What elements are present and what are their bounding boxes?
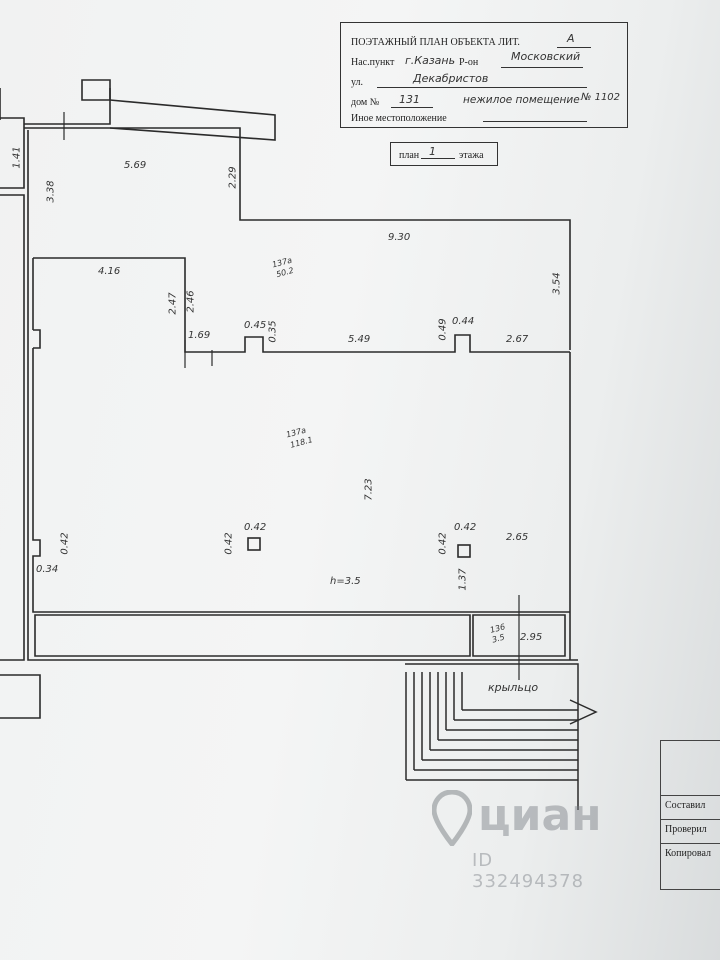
- porch-steps: [405, 663, 598, 810]
- dim-label: 0.42: [223, 532, 235, 555]
- watermark-id: ID 332494378: [472, 850, 585, 892]
- left-wall-bottom: [0, 674, 41, 719]
- dim-label: 5.69: [124, 160, 147, 171]
- dim-label: 2.65: [506, 532, 529, 543]
- room1-niche: [33, 329, 41, 349]
- settlement-value: г.Казань: [405, 54, 456, 67]
- dim-label: 0.35: [267, 320, 279, 343]
- dim-label: 1.69: [188, 330, 211, 341]
- stamp-composed: Составил: [661, 795, 720, 819]
- house-row: дом № 131 нежилое помещение № 1102: [351, 92, 620, 108]
- stamp-copied: Копировал: [661, 843, 720, 867]
- dim-label: 0.49: [437, 318, 449, 341]
- dim-label: 2.46: [185, 290, 197, 313]
- dim-label: 0.42: [454, 522, 477, 533]
- dim-label: 0.42: [244, 522, 267, 533]
- dim-label: 2.47: [167, 292, 179, 315]
- other-row: Иное местоположение: [351, 113, 587, 124]
- dim-label: 4.16: [98, 266, 121, 277]
- floor-suffix: этажа: [459, 150, 484, 161]
- title-block: ПОЭТАЖНЫЙ ПЛАН ОБЪЕКТА ЛИТ. А Нас.пункт …: [340, 22, 628, 128]
- column-left: [247, 537, 261, 551]
- settlement-label: Нас.пункт: [351, 57, 395, 68]
- dim-label: 0.42: [59, 532, 71, 555]
- map-pin-icon: [432, 790, 472, 846]
- lit-value: А: [567, 32, 575, 45]
- dim-label: 1.37: [457, 568, 469, 591]
- floor-number: 1: [429, 145, 436, 158]
- left-wall-lower: [0, 194, 25, 661]
- porch-label: крыльцо: [488, 681, 539, 694]
- dim-label: 2.29: [227, 166, 239, 189]
- dim-label: 5.49: [348, 334, 371, 345]
- column-right: [457, 544, 471, 558]
- outer-wall-top-right: [24, 127, 571, 350]
- settlement-row: Нас.пункт г.Казань Р-он Московский: [351, 50, 583, 68]
- house-value: 131: [399, 93, 420, 106]
- dim-label: 0.42: [437, 532, 449, 555]
- dim-label: 0.44: [452, 316, 475, 327]
- outer-wall-left-bottom: [27, 130, 578, 661]
- title-row: ПОЭТАЖНЫЙ ПЛАН ОБЪЕКТА ЛИТ. А: [351, 32, 591, 48]
- street-value: Декабристов: [413, 72, 489, 85]
- dim-label: 0.34: [36, 564, 59, 575]
- top-sloped-wall: [109, 99, 276, 141]
- street-row: ул. Декабристов: [351, 72, 587, 88]
- premises-value: № 1102: [581, 92, 621, 103]
- room3-outline: [472, 614, 566, 657]
- top-small-block: [81, 79, 111, 101]
- ceiling-height: h=3.5: [330, 576, 361, 587]
- title-text: ПОЭТАЖНЫЙ ПЛАН ОБЪЕКТА ЛИТ.: [351, 37, 520, 48]
- signature-stamp: Составил Проверил Копировал: [660, 740, 720, 890]
- floor-label-box: план 1 этажа: [390, 142, 498, 166]
- dim-label: 3.38: [45, 180, 57, 203]
- dim-label: 1.41: [11, 146, 23, 169]
- premises-label: нежилое помещение: [463, 94, 580, 106]
- watermark-brand: циан: [478, 790, 602, 841]
- street-label: ул.: [351, 77, 364, 88]
- room-divider-wall: [33, 257, 570, 353]
- stamp-checked: Проверил: [661, 819, 720, 843]
- floor-prefix: план: [399, 150, 420, 161]
- house-label: дом №: [351, 97, 380, 108]
- dim-label: 7.23: [363, 478, 375, 501]
- dim-label: 9.30: [388, 232, 411, 243]
- hall-left-wall: [32, 348, 570, 613]
- left-wall-upper: [0, 117, 25, 189]
- dim-label: 3.54: [551, 272, 563, 295]
- corridor-strip: [34, 614, 471, 657]
- district-value: Московский: [511, 50, 581, 63]
- dim-label: 2.95: [520, 632, 543, 643]
- dim-label: 2.67: [506, 334, 529, 345]
- other-label: Иное местоположение: [351, 113, 447, 124]
- district-label: Р-он: [459, 57, 479, 68]
- dim-label: 0.45: [244, 320, 267, 331]
